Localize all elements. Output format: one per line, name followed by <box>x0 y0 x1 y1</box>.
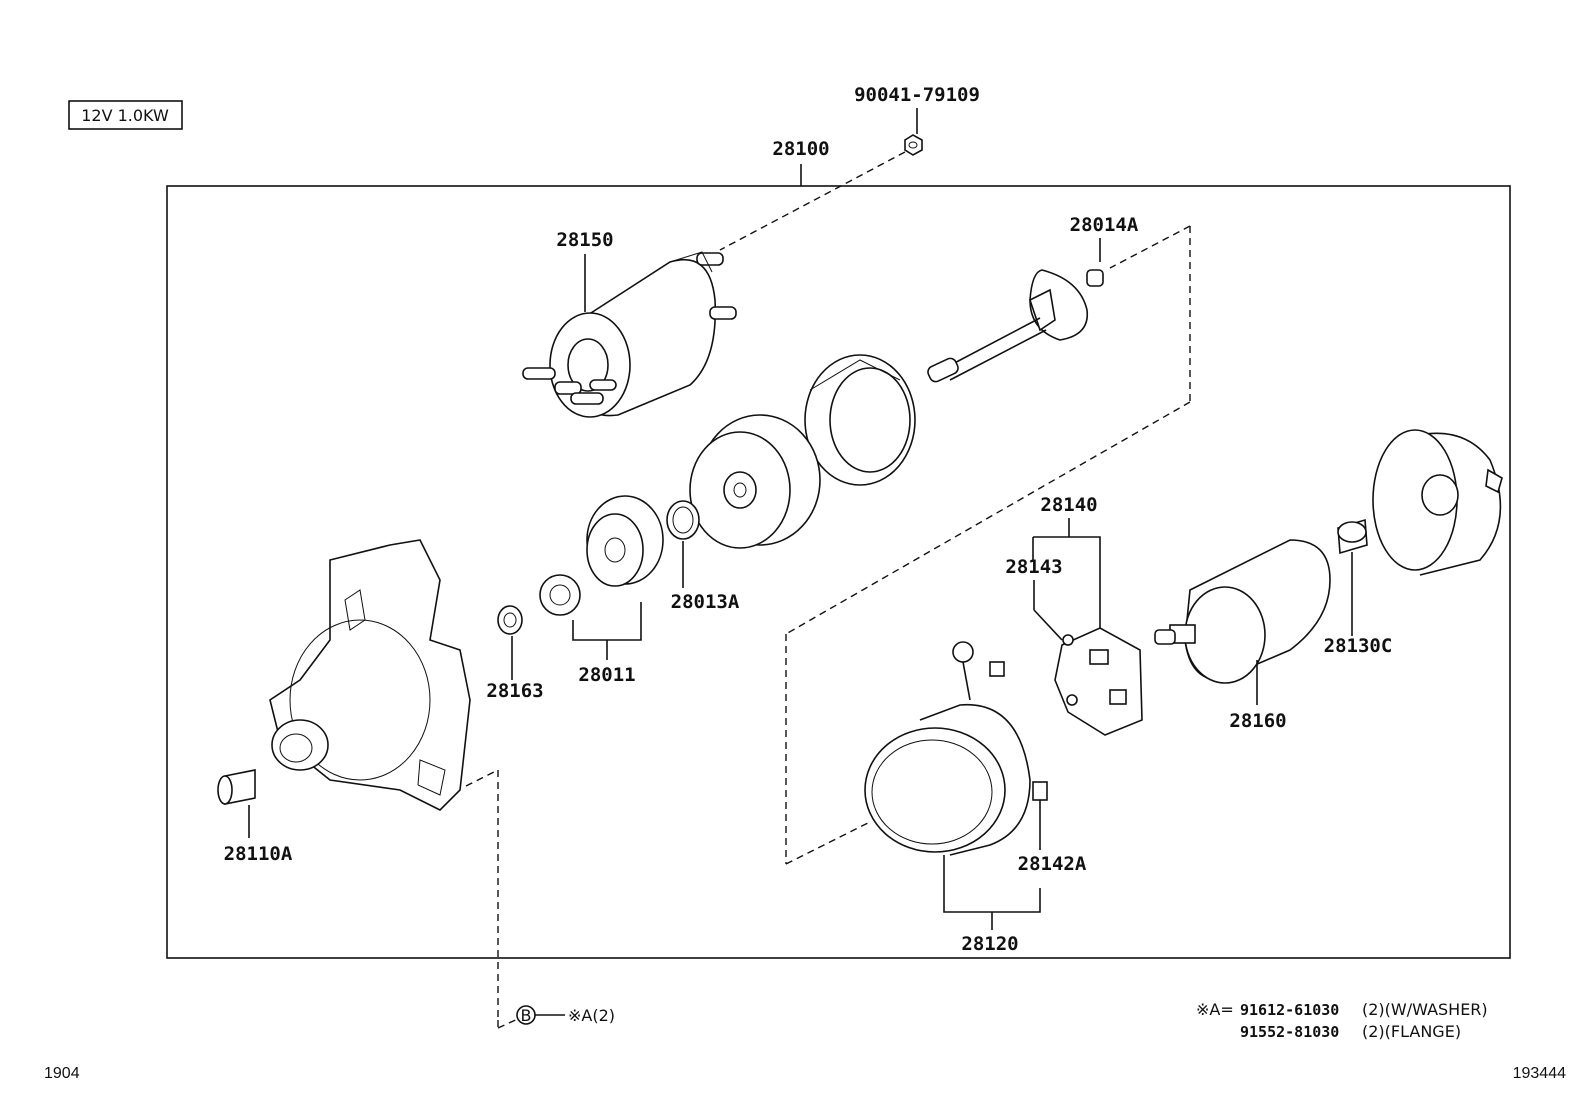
brush-holder-icon <box>1054 627 1143 736</box>
internal-gear-housing-icon <box>804 354 916 486</box>
label-28011: 28011 <box>578 664 635 686</box>
footnote-suffix-2: (2)(FLANGE) <box>1362 1022 1461 1041</box>
label-28150: 28150 <box>556 229 613 251</box>
assembly-frame <box>166 185 1511 959</box>
label-28160: 28160 <box>1229 710 1286 732</box>
footnote: ※A= 91612-61030 (2)(W/WASHER) 91552-8103… <box>1196 1000 1488 1041</box>
corner-left-number: 1904 <box>44 1065 80 1082</box>
callout-letter: B <box>521 1006 532 1025</box>
solenoid-icon <box>522 251 737 418</box>
callout-text: ※A(2) <box>568 1006 615 1025</box>
bushing-28130C-icon <box>1337 518 1368 555</box>
label-28163: 28163 <box>486 680 543 702</box>
planetary-carrier-icon <box>689 414 821 549</box>
footnote-prefix: ※A= <box>1196 1000 1234 1019</box>
label-28142A: 28142A <box>1018 853 1087 875</box>
footnote-part-2: 91552-81030 <box>1240 1023 1339 1041</box>
front-housing-icon <box>269 539 471 811</box>
nut-icon <box>904 134 923 156</box>
label-28120: 28120 <box>961 933 1018 955</box>
label-28014A: 28014A <box>1070 214 1139 236</box>
field-yoke-icon <box>864 641 1048 856</box>
armature-icon <box>1154 539 1331 684</box>
drive-shaft-icon <box>927 269 1089 383</box>
pinion-gear-icon <box>539 574 581 616</box>
label-28013A: 28013A <box>671 591 740 613</box>
callout-b: B ※A(2) <box>516 1005 615 1025</box>
label-28100: 28100 <box>772 138 829 160</box>
footnote-suffix-1: (2)(W/WASHER) <box>1362 1000 1488 1019</box>
label-28130C: 28130C <box>1324 635 1393 657</box>
corner-right-number: 193444 <box>1513 1065 1566 1082</box>
label-28143: 28143 <box>1005 556 1062 578</box>
end-cover-icon <box>1372 429 1503 576</box>
label-90041-79109: 90041-79109 <box>854 84 980 106</box>
bushing-28014A-icon <box>1086 269 1104 287</box>
bushing-28110A-icon <box>217 769 256 805</box>
seal-28163-icon <box>497 605 523 635</box>
footnote-part-1: 91612-61030 <box>1240 1001 1339 1019</box>
label-28140: 28140 <box>1040 494 1097 516</box>
ring-28013A-icon <box>666 500 700 540</box>
spec-box-text: 12V 1.0KW <box>81 106 169 125</box>
clutch-icon <box>586 495 664 587</box>
label-28110A: 28110A <box>224 843 293 865</box>
spec-box: 12V 1.0KW <box>68 100 183 130</box>
